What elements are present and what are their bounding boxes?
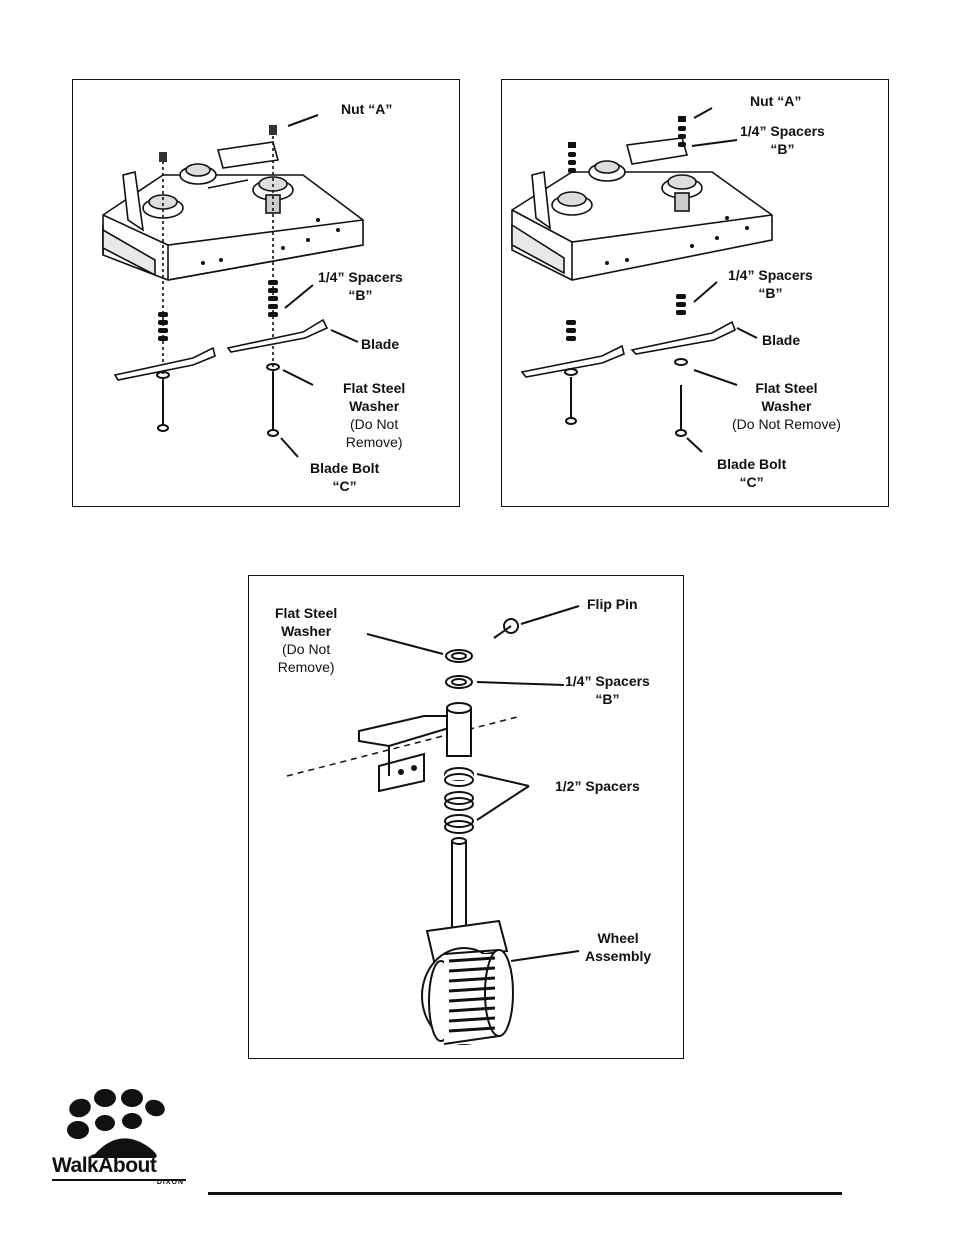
figure-wheel-assembly: Flat Steel Washer (Do Not Remove) Flip P… [248,575,684,1059]
label-washer-line2: Washer [761,398,812,414]
logo-rule [52,1179,186,1181]
label-spacers-line2: “B” [595,691,620,707]
label-blade: Blade [762,332,801,348]
label-bolt-line2: “C” [739,474,764,490]
label-flat-steel-washer: Flat Steel Washer (Do Not Remove) [732,379,841,433]
label-flat-steel-washer: Flat Steel Washer (Do Not Remove) [275,604,337,676]
label-blade-bolt-c: Blade Bolt “C” [310,459,379,495]
label-washer-line2: Washer [349,398,400,414]
label-spacers-line1: 1/4” Spacers [318,269,403,285]
logo-wordmark: WalkAbout [52,1154,157,1177]
label-spacers-line2: “B” [758,285,783,301]
label-blade-bolt-c: Blade Bolt “C” [717,455,786,491]
label-bolt-line1: Blade Bolt [310,460,380,476]
label-spacers-b: 1/4” Spacers “B” [728,266,813,302]
wheel-assembly-drawing [286,605,580,1045]
label-nut-a: Nut “A” [341,101,393,117]
paw-print-icon [52,1089,186,1180]
label-spacers-b: 1/4” Spacers “B” [318,268,403,304]
walkabout-logo: WalkAbout DIXON [50,1088,190,1188]
label-wheel-assembly: Wheel Assembly [585,929,651,965]
label-spacers-line2: “B” [348,287,373,303]
logo-subtext: DIXON [156,1179,184,1186]
label-blade: Blade [361,336,400,352]
mower-deck-drawing-1 [102,114,364,458]
label-washer-line1: Flat Steel [755,380,818,396]
label-washer-note1: (Do Not [282,641,331,657]
mower-deck-drawing-2 [511,107,773,453]
footer-rule [208,1192,842,1195]
label-bolt-line2: “C” [332,478,357,494]
figure-blade-assembly-1: Nut “A” 1/4” Spacers “B” Blade Flat Stee… [72,79,460,507]
label-nut-a: Nut “A” [750,93,802,109]
label-washer-note: (Do Not Remove) [732,416,841,432]
figure-blade-assembly-2: Nut “A” 1/4” Spacers “B” 1/4” Spacers “B… [501,79,889,507]
label-washer-note1: (Do Not [350,416,399,432]
label-washer-line2: Washer [281,623,332,639]
label-flat-steel-washer: Flat Steel Washer (Do Not Remove) [343,379,405,451]
label-half-inch-spacers: 1/2” Spacers [555,778,640,794]
label-spacers-top-line1: 1/4” Spacers [740,123,825,139]
label-spacers-line1: 1/4” Spacers [728,267,813,283]
label-washer-line1: Flat Steel [343,380,406,396]
label-flip-pin: Flip Pin [587,596,638,612]
label-spacers-top-line2: “B” [770,141,795,157]
label-wheel-line2: Assembly [585,948,652,964]
label-spacers-line1: 1/4” Spacers [565,673,650,689]
label-washer-note2: Remove) [277,659,335,675]
label-spacers-b-top: 1/4” Spacers “B” [740,122,825,158]
label-washer-note2: Remove) [345,434,403,450]
label-spacers-b: 1/4” Spacers “B” [565,672,650,708]
label-bolt-line1: Blade Bolt [717,456,787,472]
label-washer-line1: Flat Steel [275,605,338,621]
label-wheel-line1: Wheel [597,930,639,946]
